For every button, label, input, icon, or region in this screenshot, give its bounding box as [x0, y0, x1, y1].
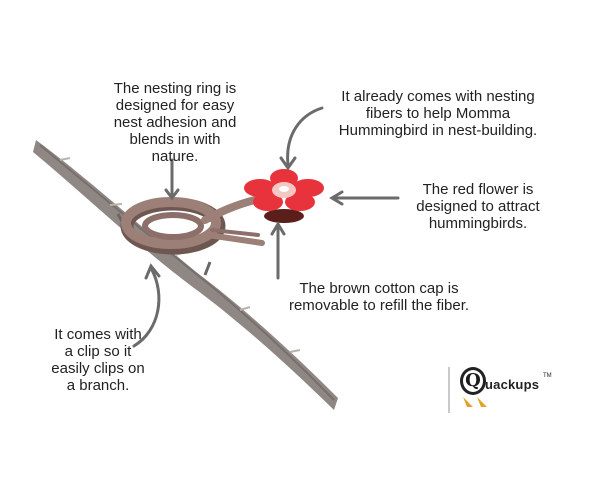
- callout-clip: It comes with a clip so it easily clips …: [28, 326, 168, 394]
- callout-line: It comes with: [54, 326, 142, 343]
- quackups-logo-icon: Q uackups TM: [448, 365, 588, 415]
- callout-cotton-cap: The brown cotton cap is removable to ref…: [266, 280, 492, 314]
- cotton-cap: [264, 209, 304, 223]
- logo-letter: Q: [460, 367, 486, 395]
- callout-line: removable to refill the fiber.: [288, 297, 470, 314]
- nesting-ring: [120, 196, 265, 255]
- callout-line: The brown cotton cap is: [299, 280, 459, 297]
- callout-line: hummingbirds.: [428, 215, 528, 232]
- callout-line: designed for easy: [115, 97, 235, 114]
- callout-nesting-fibers: It already comes with nesting fibers to …: [326, 88, 550, 139]
- callout-line: easily clips on: [51, 360, 145, 377]
- callout-line: The nesting ring is: [113, 80, 237, 97]
- callout-nesting-ring: The nesting ring is designed for easy ne…: [100, 80, 250, 165]
- callout-line: nest adhesion and: [113, 114, 237, 131]
- logo-wordmark: uackups: [485, 377, 540, 392]
- logo-divider: [448, 367, 450, 413]
- callout-line: fibers to help Momma: [365, 105, 511, 122]
- duck-feet-icon: [463, 397, 487, 407]
- callout-line: blends in with: [129, 131, 221, 148]
- logo-trademark: TM: [543, 373, 552, 379]
- callout-line: The red flower is: [422, 181, 534, 198]
- callout-line: It already comes with nesting: [341, 88, 535, 105]
- callout-red-flower: The red flower is designed to attract hu…: [398, 181, 558, 232]
- callout-line: Hummingbird in nest-building.: [338, 122, 538, 139]
- callout-line: a branch.: [66, 377, 130, 394]
- branch: [33, 140, 338, 410]
- callout-line: nature.: [151, 148, 199, 165]
- curved-arrow-icon: [132, 106, 400, 348]
- red-flower: [244, 169, 324, 223]
- callout-line: a clip so it: [64, 343, 132, 360]
- callout-line: designed to attract: [416, 198, 540, 215]
